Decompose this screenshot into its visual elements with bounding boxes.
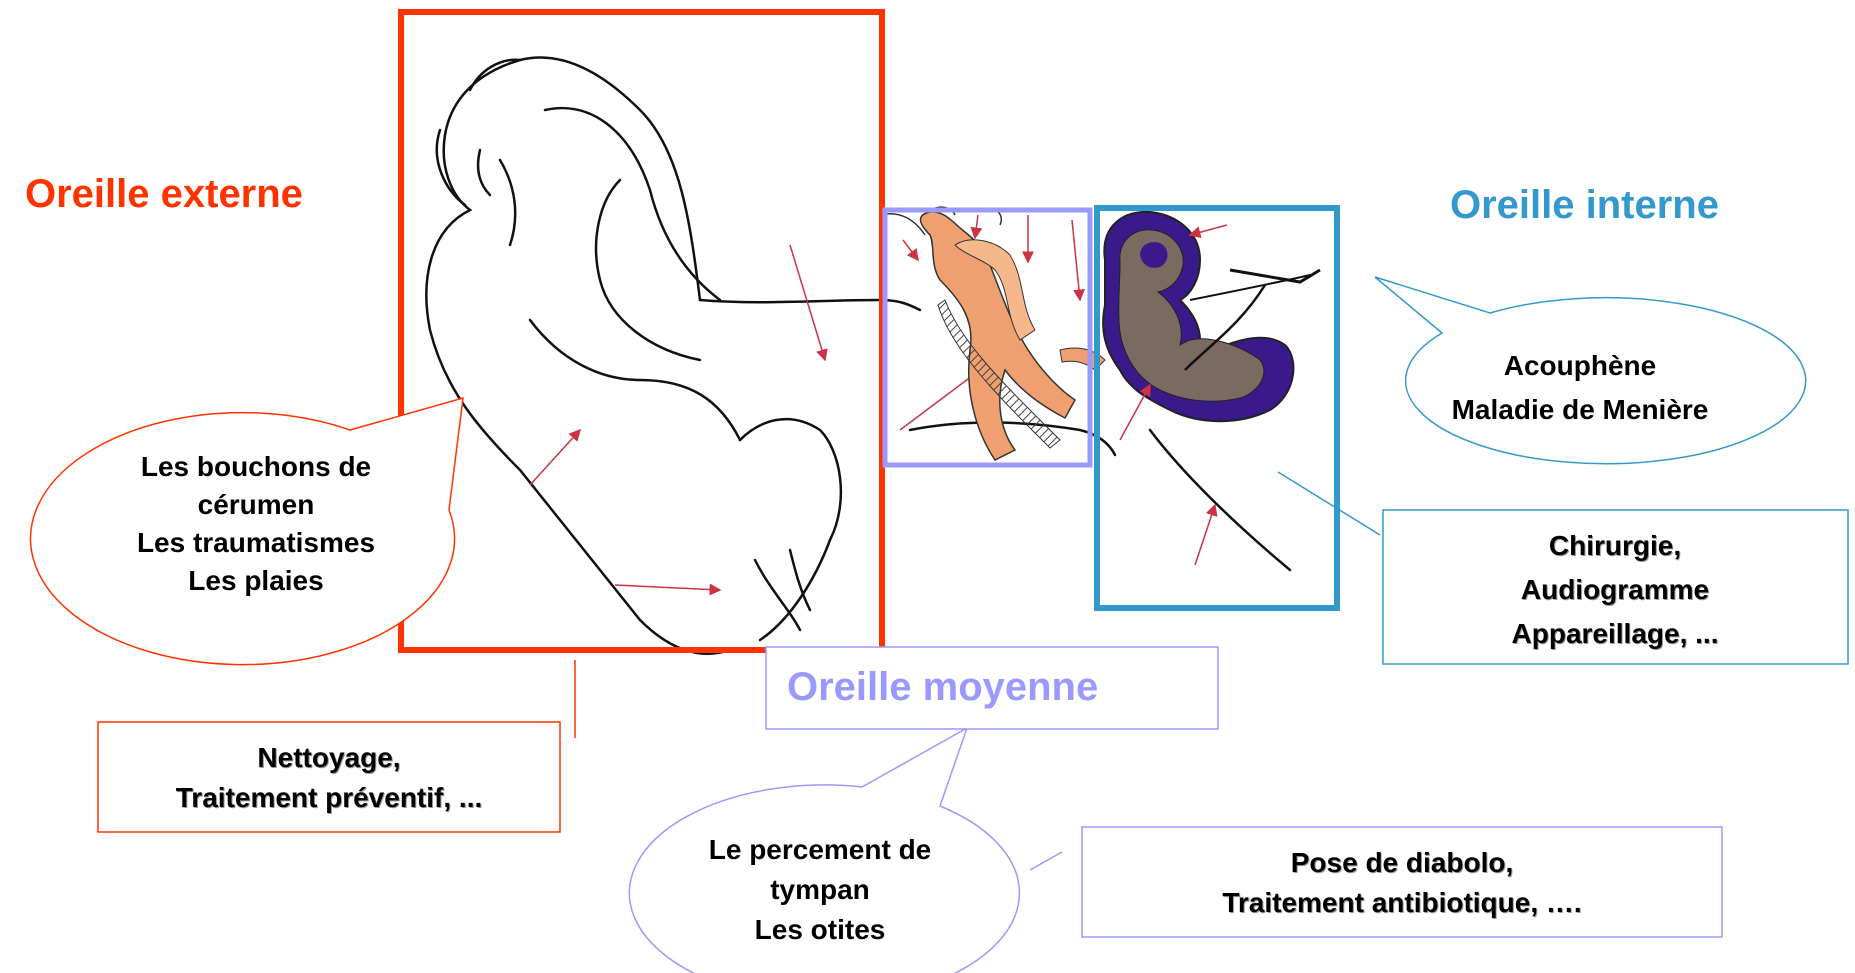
externe-treatment-line: Nettoyage, <box>98 738 560 778</box>
outer-ear-arrows <box>530 245 980 590</box>
moyenne-treatment-text: Pose de diabolo, Traitement antibiotique… <box>1082 843 1722 923</box>
interne-bubble-text: Acouphène Maladie de Menière <box>1380 344 1780 432</box>
inner-ear-cochlea <box>1103 212 1320 421</box>
interne-treatment-line: Appareillage, ... <box>1400 612 1830 656</box>
externe-treatment-line: Traitement préventif, ... <box>98 778 560 818</box>
moyenne-bubble-text: Le percement de tympan Les otites <box>640 830 1000 950</box>
externe-bubble-line: cérumen <box>70 486 442 524</box>
moyenne-connector <box>1030 852 1062 870</box>
interne-treatment-text: Chirurgie, Audiogramme Appareillage, ... <box>1400 524 1830 656</box>
externe-bubble-line: Les traumatismes <box>70 524 442 562</box>
moyenne-bubble-line: Le percement de <box>640 830 1000 870</box>
moyenne-bubble-line: Les otites <box>640 910 1000 950</box>
interne-treatment-line: Chirurgie, <box>1400 524 1830 568</box>
middle-ear-ossicles <box>880 207 1105 460</box>
externe-bubble-line: Les plaies <box>70 562 442 600</box>
moyenne-treatment-line: Pose de diabolo, <box>1082 843 1722 883</box>
externe-bubble-line: Les bouchons de <box>70 448 442 486</box>
moyenne-bubble-line: tympan <box>640 870 1000 910</box>
outer-ear-frame <box>401 12 882 650</box>
interne-connector <box>1278 472 1380 535</box>
externe-treatment-text: Nettoyage, Traitement préventif, ... <box>98 738 560 818</box>
interne-bubble-line: Acouphène <box>1380 344 1780 388</box>
title-oreille-moyenne: Oreille moyenne <box>787 665 1098 710</box>
externe-bubble-text: Les bouchons de cérumen Les traumatismes… <box>70 448 442 600</box>
interne-bubble-line: Maladie de Menière <box>1380 388 1780 432</box>
title-oreille-externe: Oreille externe <box>25 172 303 217</box>
moyenne-treatment-line: Traitement antibiotique, …. <box>1082 883 1722 923</box>
title-oreille-interne: Oreille interne <box>1450 183 1719 228</box>
interne-treatment-line: Audiogramme <box>1400 568 1830 612</box>
